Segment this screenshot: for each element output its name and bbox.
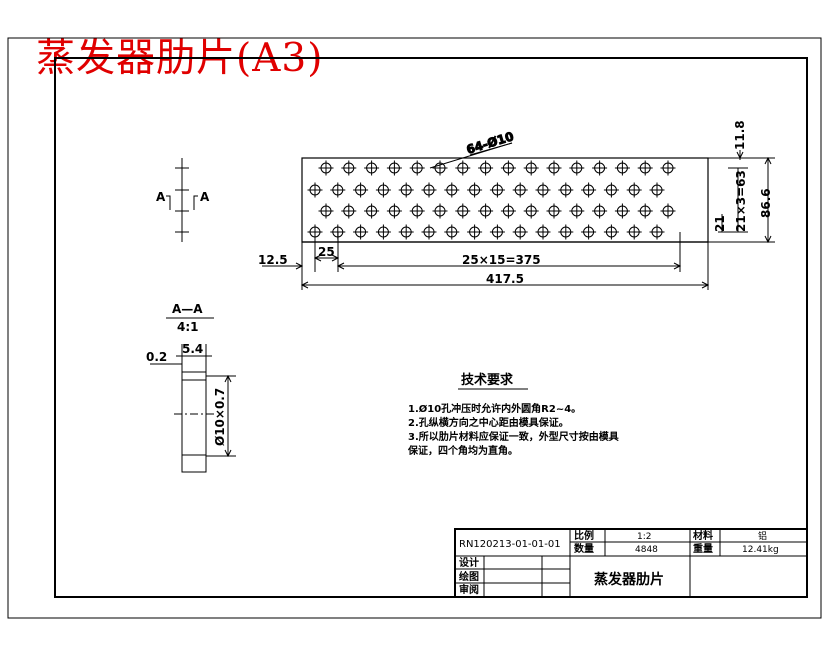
tech-heading: 技术要求 <box>461 372 514 388</box>
tech-line-1: 1.Ø10孔冲压时允许内外圆角R2~4。 <box>408 402 581 415</box>
dim-section-hole: Ø10×0.7 <box>213 388 227 446</box>
material-label: 材料 <box>693 529 713 542</box>
hole-pattern <box>307 160 676 240</box>
section-mark-right: A <box>200 190 210 204</box>
inner-frame <box>54 57 808 598</box>
dim-col-first: 25 <box>318 245 335 259</box>
section-title: A—A <box>172 302 203 316</box>
dim-col-pitch: 25×15=375 <box>462 253 541 267</box>
hole-callout-text: 64-Ø10 <box>465 129 516 157</box>
dim-row-pitch: 21×3=63 <box>734 170 748 232</box>
tech-line-3: 3.所以肋片材料应保证一致，外型尺寸按由模具 <box>408 430 619 443</box>
dim-row-bottom: 21 <box>713 215 727 232</box>
design-label: 设计 <box>459 556 479 569</box>
quantity-label: 数量 <box>574 542 594 555</box>
tech-line-2: 2.孔纵横方向之中心距由模具保证。 <box>408 416 569 429</box>
scale-value: 1:2 <box>637 532 651 542</box>
side-view <box>166 158 198 242</box>
drawing-number: RN120213-01-01-01 <box>459 539 561 550</box>
section-mark-left: A <box>156 190 166 204</box>
weight-value: 12.41kg <box>742 545 779 555</box>
fin-plate <box>301 157 709 243</box>
section-view <box>150 344 236 473</box>
scale-label: 比例 <box>574 529 594 542</box>
section-scale: 4:1 <box>177 320 199 334</box>
material-value: 铝 <box>758 530 767 542</box>
bottom-dimensions <box>262 232 710 290</box>
right-dimensions <box>708 150 775 244</box>
part-name: 蒸发器肋片 <box>594 571 664 588</box>
hole-callout: 64-Ø10 <box>429 129 516 169</box>
tech-line-4: 保证，四个角均为直角。 <box>407 444 518 457</box>
title-block <box>454 528 808 598</box>
draw-label: 绘图 <box>459 570 479 583</box>
sheet-border <box>7 37 822 619</box>
quantity-value: 4848 <box>635 545 658 555</box>
dim-section-width: 5.4 <box>182 342 203 356</box>
weight-label: 重量 <box>693 542 713 555</box>
dim-height-total: 86.6 <box>759 188 773 218</box>
dim-top-offset: 11.8 <box>733 120 747 150</box>
dim-width-total: 417.5 <box>486 272 524 286</box>
dim-left-offset: 12.5 <box>258 253 288 267</box>
review-label: 审阅 <box>459 583 479 596</box>
dim-section-depth: 0.2 <box>146 350 167 364</box>
